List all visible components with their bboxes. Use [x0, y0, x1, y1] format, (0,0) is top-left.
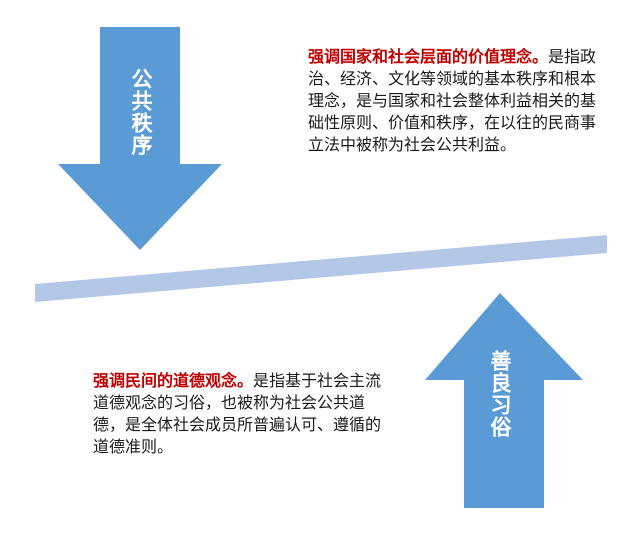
up-arrow-shape [425, 293, 583, 508]
public-order-label: 公共秩序 [129, 68, 153, 156]
good-customs-body: 是指基于社会主流道德观念的习俗，也被称为社会公共道德，是全体社会成员所普遍认可、… [93, 371, 382, 456]
public-order-heading: 强调国家和社会层面的价值理念。 [308, 47, 549, 66]
down-arrow-shape [58, 27, 222, 250]
balance-bar-shape [35, 235, 607, 302]
public-order-body: 是指政治、经济、文化等领域的基本秩序和根本理念，是与国家和社会整体利益相关的基础… [308, 47, 597, 154]
good-customs-description: 强调民间的道德观念。是指基于社会主流道德观念的习俗，也被称为社会公共道德，是全体… [93, 370, 393, 458]
public-order-description: 强调国家和社会层面的价值理念。是指政治、经济、文化等领域的基本秩序和根本理念，是… [308, 46, 608, 156]
good-customs-label: 善良习俗 [488, 350, 512, 438]
good-customs-heading: 强调民间的道德观念。 [93, 371, 254, 390]
